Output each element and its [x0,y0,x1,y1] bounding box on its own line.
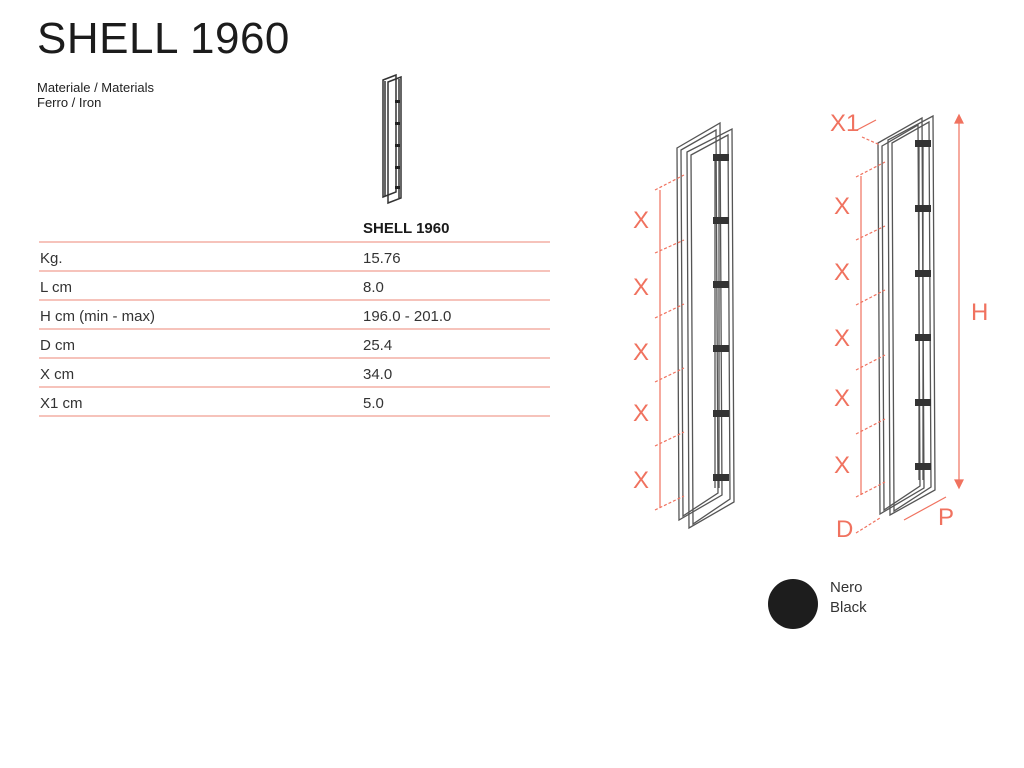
row-label: D cm [40,337,75,354]
table-row: D cm 25.4 [39,330,550,359]
table-row: L cm 8.0 [39,272,550,301]
dim-x1-label: X1 [830,110,859,137]
row-label: H cm (min - max) [40,308,155,325]
color-swatch-black [768,579,818,629]
row-value: 15.76 [363,250,401,267]
spec-table: SHELL 1960 Kg. 15.76 L cm 8.0 H cm (min - … [39,218,550,417]
table-row: X1 cm 5.0 [39,388,550,417]
dim-x-label: X [633,339,649,366]
row-value: 196.0 - 201.0 [363,308,452,325]
dim-h-label: H [971,299,988,326]
column-header: SHELL 1960 [363,220,450,237]
page-title: SHELL 1960 [37,14,290,63]
dim-x-label: X [834,259,850,286]
row-value: 34.0 [363,366,393,383]
material-value: Ferro / Iron [37,95,102,110]
color-name-it: Nero [830,579,863,596]
dim-p-label: P [938,504,954,531]
drawing-dimensions [877,114,936,517]
color-name: Nero Black [830,578,867,618]
spec-table-header: SHELL 1960 [39,218,550,243]
material-label: Materiale / Materials [37,80,155,95]
table-row: X cm 34.0 [39,359,550,388]
dim-x-label: X [834,452,850,479]
color-name-en: Black [830,599,867,616]
row-label: L cm [40,279,72,296]
dim-x-label: X [834,325,850,352]
table-row: H cm (min - max) 196.0 - 201.0 [39,301,550,330]
dim-x-label: X [834,385,850,412]
product-thumbnail [382,73,402,205]
dim-x-label: X [633,274,649,301]
row-value: 25.4 [363,337,393,354]
row-value: 5.0 [363,395,384,412]
row-label: X1 cm [40,395,83,412]
row-label: X cm [40,366,75,383]
dim-x-label: X [633,467,649,494]
material-info: Materiale / Materials Ferro / Iron [37,80,154,110]
dim-d-label: D [836,516,853,543]
table-row: Kg. 15.76 [39,243,550,272]
dim-x-label: X [834,193,850,220]
drawing-spacing [676,121,735,530]
dim-x-label: X [633,207,649,234]
row-label: Kg. [40,250,63,267]
row-value: 8.0 [363,279,384,296]
dim-x-label: X [633,400,649,427]
